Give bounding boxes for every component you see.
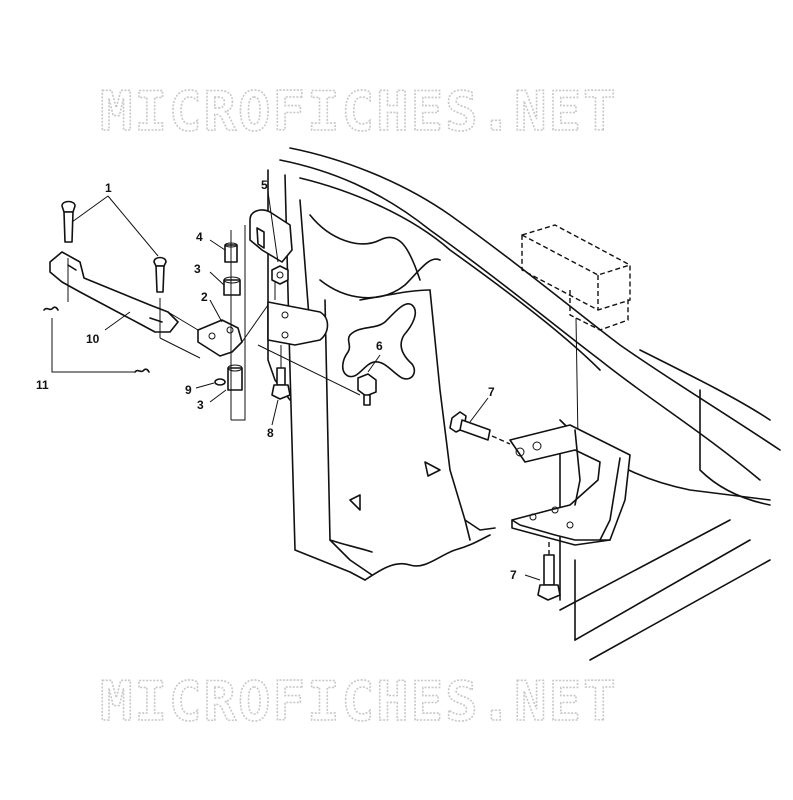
callout-1: 1 — [105, 181, 112, 195]
link-arm-10 — [49, 251, 179, 338]
vehicle-frame — [267, 147, 781, 661]
clevis-pin-1-right — [153, 256, 167, 293]
reference-box-dashed — [521, 224, 631, 441]
bolt-6 — [257, 344, 377, 406]
bushing-3-upper — [223, 276, 241, 296]
mounting-bracket — [509, 424, 631, 546]
cotter-pin-11-right — [134, 368, 150, 373]
callout-4: 4 — [196, 230, 203, 244]
cotter-pin-11-left — [43, 306, 59, 311]
nut — [271, 265, 289, 285]
bolt-lower-7 — [537, 540, 561, 601]
bolt-upper-7 — [449, 411, 511, 445]
bracket-2 — [197, 319, 243, 357]
watermark-bottom: MICROFICHES.NET — [100, 670, 618, 733]
callout-7-lower: 7 — [510, 568, 517, 582]
assembly-line-box — [231, 225, 246, 421]
bolt-8 — [271, 345, 291, 400]
assembly-line-link — [167, 311, 199, 331]
washer-9 — [214, 378, 226, 386]
hinge-plate — [249, 209, 329, 346]
bushing-3-lower — [227, 364, 243, 391]
watermark-top: MICROFICHES.NET — [100, 80, 618, 143]
callout-3-upper: 3 — [194, 262, 201, 276]
leader-lines — [51, 191, 541, 581]
callout-11: 11 — [36, 378, 49, 392]
assembly-line-link-2 — [159, 337, 201, 359]
clevis-pin-1-left — [61, 200, 76, 243]
callout-8: 8 — [267, 426, 274, 440]
callout-10: 10 — [86, 332, 100, 346]
callout-3-lower: 3 — [197, 398, 204, 412]
callout-7-upper: 7 — [488, 385, 495, 399]
assembly-line-bracket — [241, 304, 269, 343]
callout-5: 5 — [261, 178, 268, 192]
callout-6: 6 — [376, 339, 383, 353]
callout-2: 2 — [201, 290, 208, 304]
callout-9: 9 — [185, 383, 192, 397]
